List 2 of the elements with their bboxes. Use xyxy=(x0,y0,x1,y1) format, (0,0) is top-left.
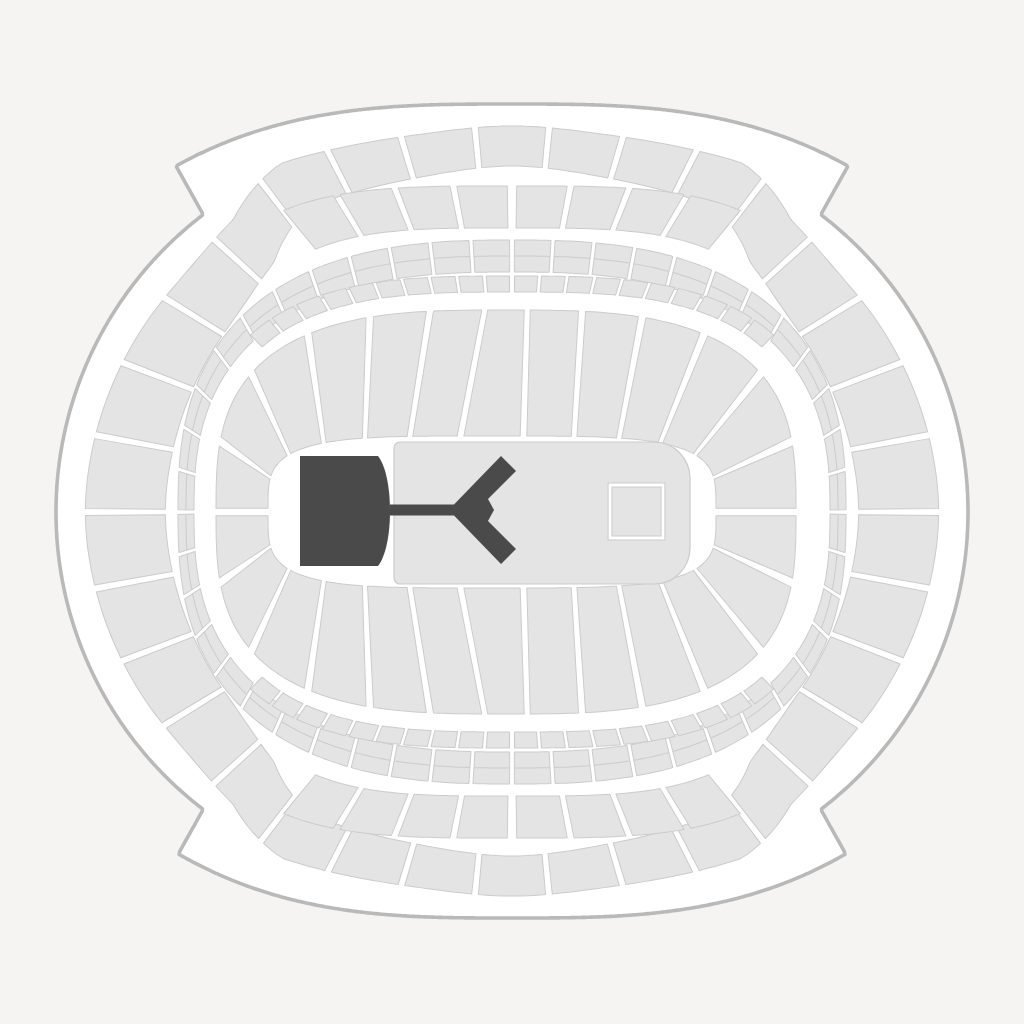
stage xyxy=(300,456,390,566)
platform xyxy=(607,482,666,541)
